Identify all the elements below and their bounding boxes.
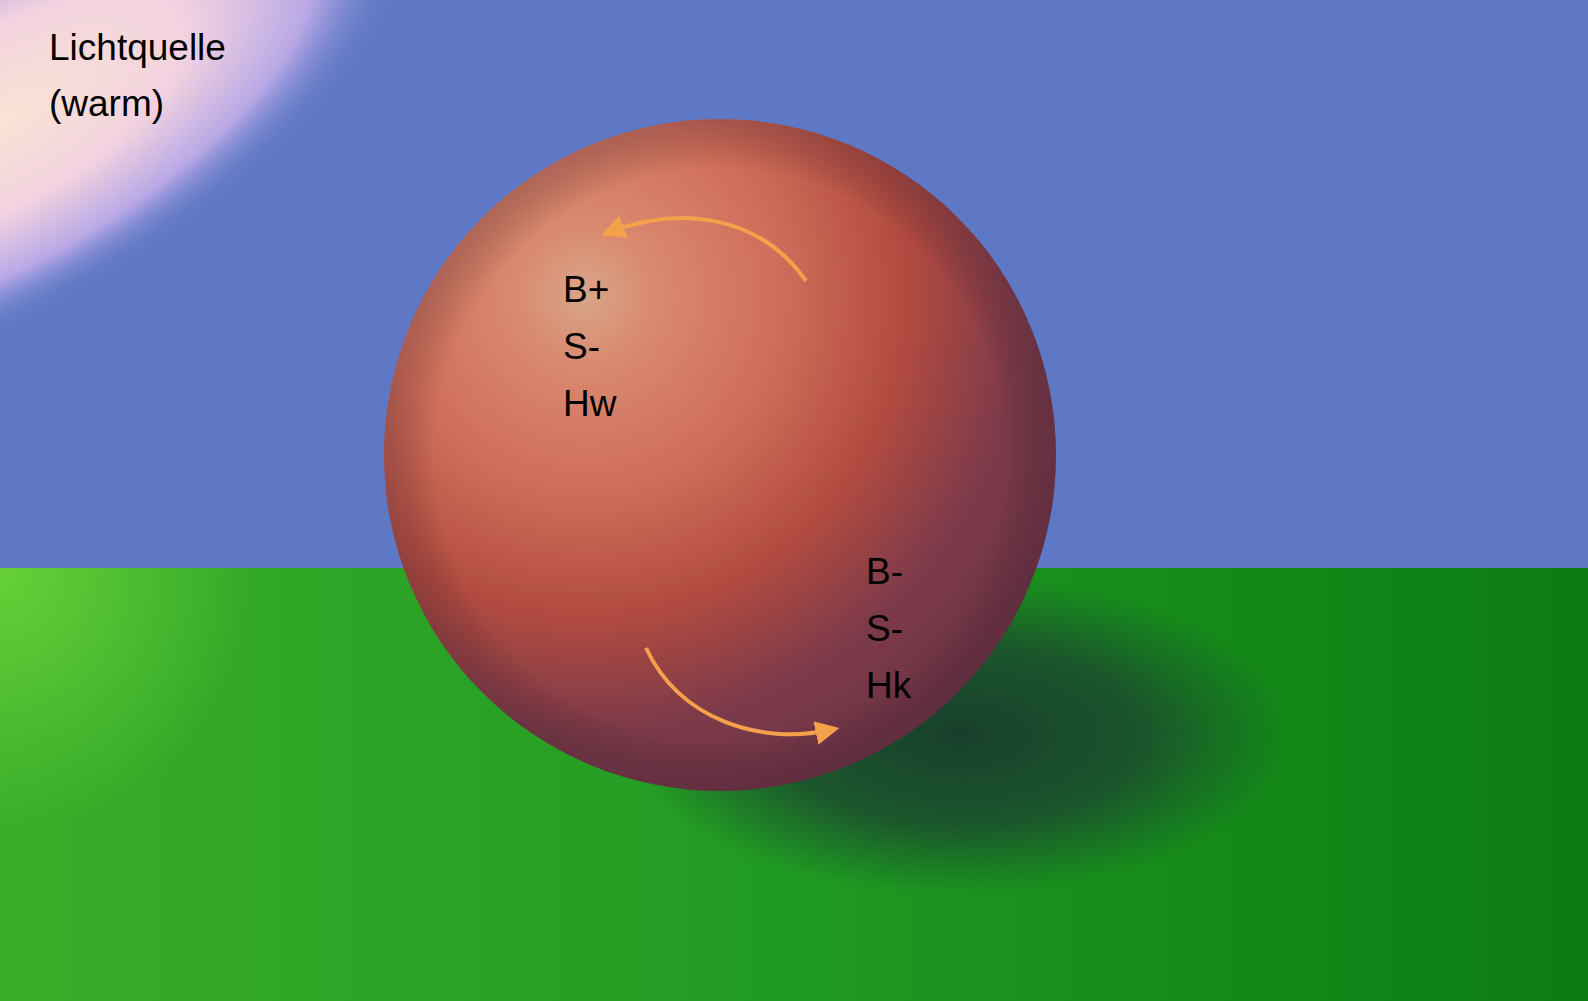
arrow-down	[646, 648, 830, 734]
sphere-rim	[384, 119, 1056, 791]
sphere	[384, 119, 1056, 791]
arrow-up	[610, 218, 806, 281]
shading-label: B-	[866, 544, 903, 600]
shading-label: S-	[866, 601, 903, 657]
shading-label: B+	[563, 262, 609, 318]
shading-label: S-	[563, 319, 600, 375]
light-source-label: Lichtquelle (warm)	[49, 20, 226, 132]
shading-label: Hw	[563, 376, 616, 432]
shading-label: Hk	[866, 658, 911, 714]
